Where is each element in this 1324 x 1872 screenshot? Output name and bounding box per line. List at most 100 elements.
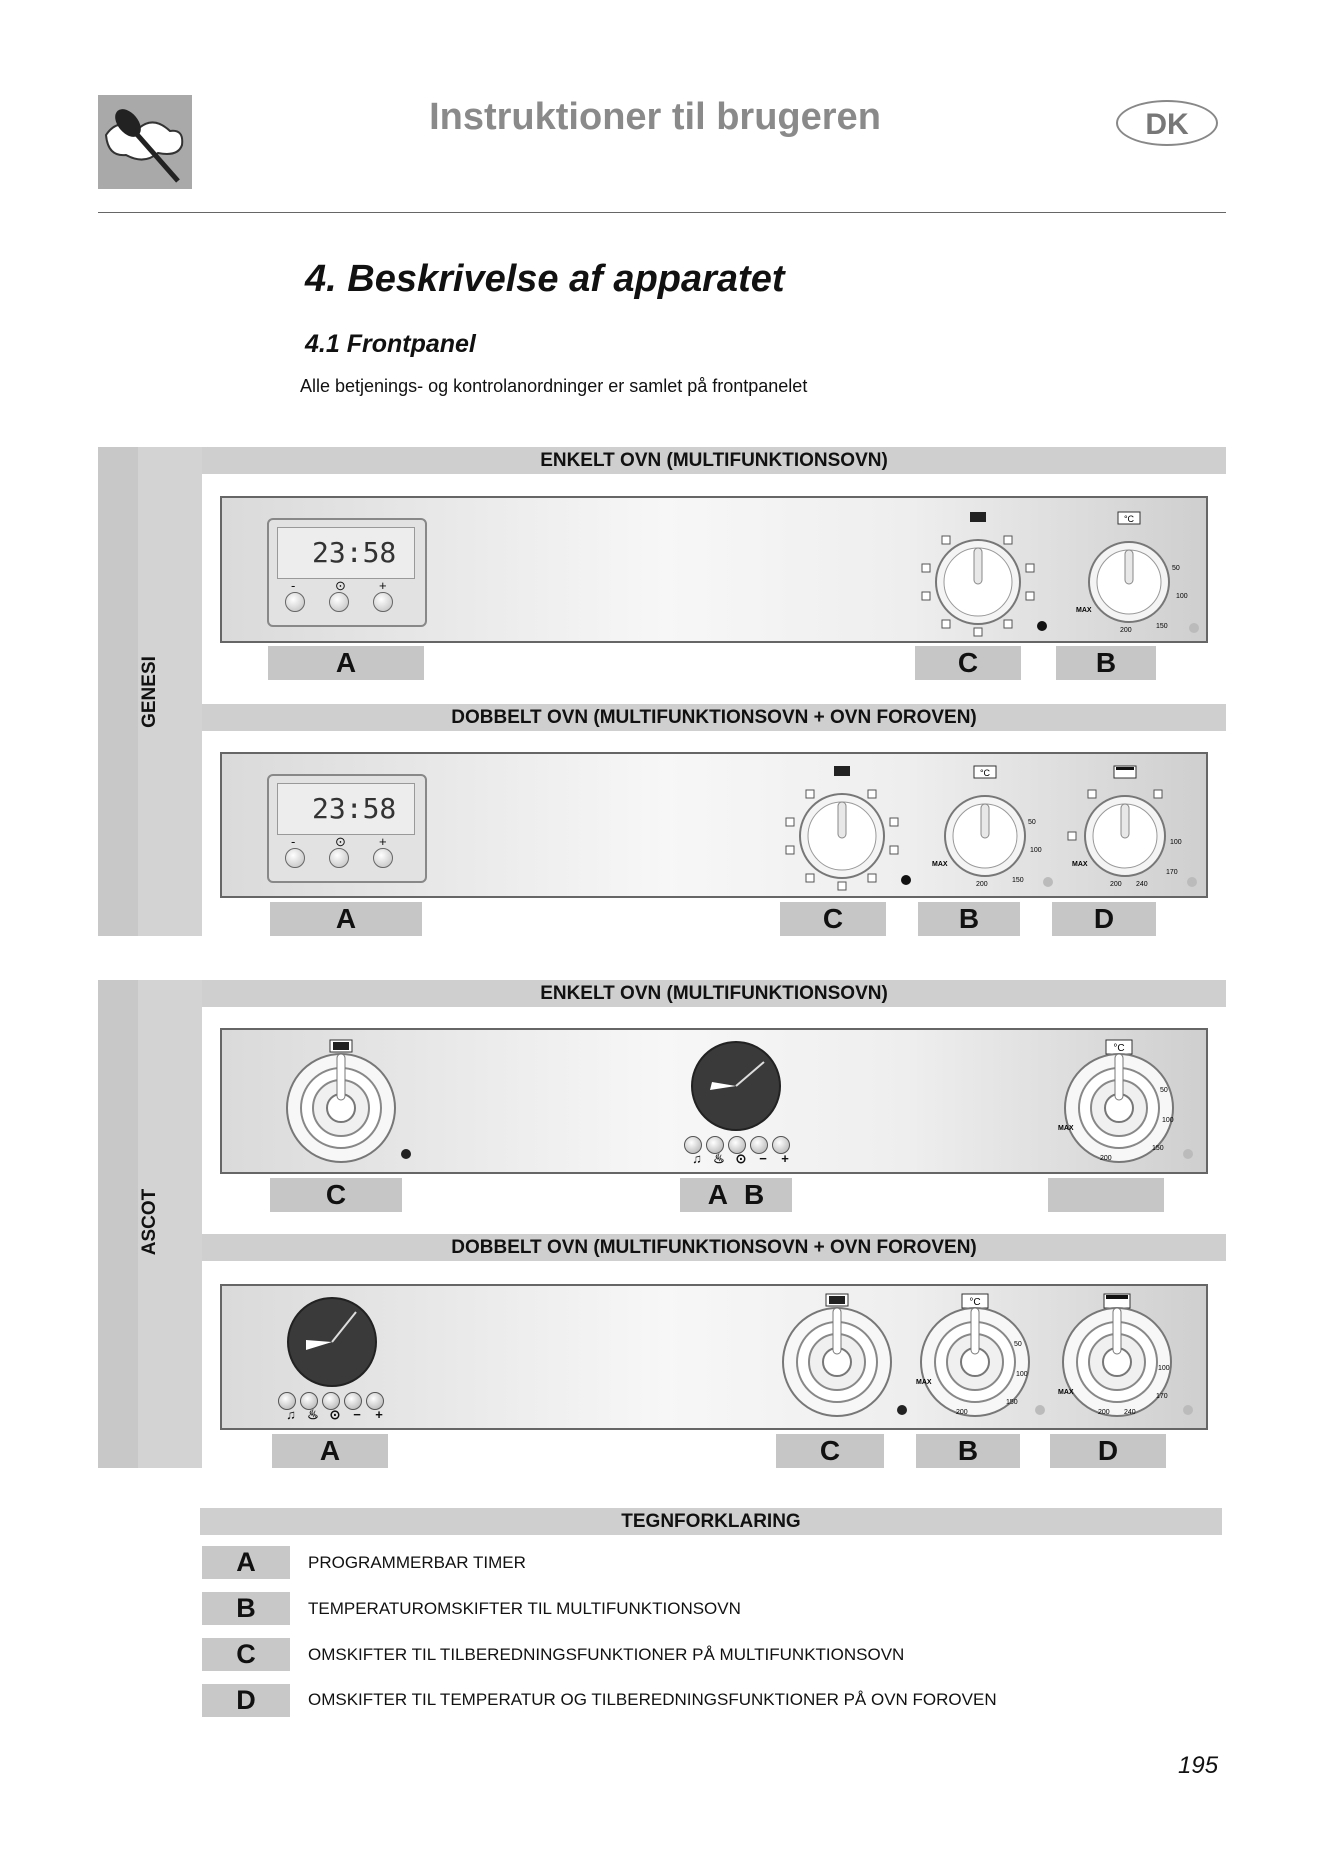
svg-text:100: 100 [1158,1365,1170,1372]
genesi-timer-unit: 23:58 - ⊙ + [267,518,427,627]
svg-text:50: 50 [1028,819,1036,826]
svg-text:170: 170 [1166,869,1178,876]
timer-button[interactable] [278,1392,296,1410]
temperature-knob-b[interactable]: °C 50 100 150 200 MAX [1048,1036,1198,1172]
svg-text:100: 100 [1162,1117,1174,1124]
legend-title: TEGNFORKLARING [200,1508,1222,1535]
genesi-double-title: DOBBELT OVN (MULTIFUNKTIONSOVN + OVN FOR… [202,704,1226,731]
legend-key-c: C [202,1638,290,1671]
genesi-single-tag-a: A [268,646,424,680]
svg-text:200: 200 [1120,627,1132,634]
timer-plus-button[interactable] [373,848,393,868]
timer-button[interactable] [706,1136,724,1154]
svg-text:150: 150 [1152,1145,1164,1152]
timer-clock-button[interactable] [329,592,349,612]
svg-text:100: 100 [1030,847,1042,854]
ascot-double-tag-d: D [1050,1434,1166,1468]
genesi-double-tag-d: D [1052,902,1156,936]
svg-text:100: 100 [1176,593,1188,600]
svg-text:MAX: MAX [1072,861,1088,868]
svg-text:50: 50 [1014,1341,1022,1348]
analog-clock-timer [691,1041,781,1131]
ascot-single-title: ENKELT OVN (MULTIFUNKTIONSOVN) [202,980,1226,1007]
svg-text:°C: °C [1124,514,1135,524]
chef-logo [98,95,192,189]
svg-text:°C: °C [969,1297,980,1308]
ascot-double-tag-b: B [916,1434,1020,1468]
timer-button[interactable] [750,1136,768,1154]
genesi-label: GENESI [139,656,160,728]
function-knob-c[interactable] [914,508,1047,638]
svg-text:150: 150 [1012,877,1024,884]
timer-plus-button[interactable] [373,592,393,612]
genesi-double-tag-b: B [918,902,1020,936]
temperature-knob-b[interactable]: °C 50 100 150 200 MAX [1060,508,1200,638]
timer-button[interactable] [300,1392,318,1410]
svg-text:100: 100 [1170,839,1182,846]
timer-button[interactable] [344,1392,362,1410]
ascot-double-tag-a: A [272,1434,388,1468]
svg-text:50: 50 [1172,565,1180,572]
genesi-single-tag-c: C [915,646,1021,680]
timer-symbols: ♫♨⊙−+ [286,1407,383,1422]
page-number: 195 [1178,1752,1219,1779]
document-title: Instruktioner til brugeren [429,96,881,138]
svg-text:150: 150 [1006,1399,1018,1406]
genesi-double-timer-unit: 23:58 - ⊙ + [267,774,427,883]
svg-text:MAX: MAX [1058,1125,1074,1132]
function-knob-c[interactable] [272,1036,412,1172]
genesi-double-tag-a: A [270,902,422,936]
temperature-knob-b[interactable]: °C 50 100 150 200 MAX [922,762,1053,892]
ascot-timer-buttons [278,1392,388,1415]
timer-button[interactable] [322,1392,340,1410]
legend-key-d: D [202,1684,290,1717]
svg-text:240: 240 [1124,1409,1136,1416]
ascot-single-tag-empty [1048,1178,1164,1212]
timer-display: 23:58 [277,783,415,835]
genesi-double-panel: 23:58 - ⊙ + °C 50 100 150 200 MAX 100 [220,752,1208,898]
header-divider [98,212,1226,213]
ascot-label: ASCOT [139,1188,160,1256]
ascot-double-tag-c: C [776,1434,884,1468]
timer-minus-button[interactable] [285,592,305,612]
legend-text-a: PROGRAMMERBAR TIMER [308,1553,526,1572]
svg-text:200: 200 [1098,1409,1110,1416]
ascot-single-panel: ♫♨⊙−+ °C 50 100 150 200 MAX [220,1028,1208,1174]
function-knob-c[interactable] [770,1290,910,1426]
top-oven-knob-d[interactable]: 100 170 200 240 MAX [1048,1290,1198,1426]
timer-minus-button[interactable] [285,848,305,868]
top-oven-knob-d[interactable]: 100 170 200 240 MAX [1058,762,1198,892]
svg-text:50: 50 [1160,1087,1168,1094]
genesi-side-band-inner [138,447,202,936]
intro-text: Alle betjenings- og kontrolanordninger e… [300,376,808,396]
timer-button[interactable] [728,1136,746,1154]
ascot-double-title: DOBBELT OVN (MULTIFUNKTIONSOVN + OVN FOR… [202,1234,1226,1261]
svg-text:MAX: MAX [932,861,948,868]
ascot-timer-buttons [684,1136,794,1159]
function-knob-c[interactable] [778,762,911,892]
svg-text:240: 240 [1136,881,1148,888]
svg-text:170: 170 [1156,1393,1168,1400]
spoon-hat-icon [104,109,184,183]
svg-text:200: 200 [1110,881,1122,888]
svg-text:MAX: MAX [1076,607,1092,614]
svg-text:MAX: MAX [1058,1389,1074,1396]
svg-text:°C: °C [980,768,991,778]
timer-button[interactable] [366,1392,384,1410]
genesi-single-title: ENKELT OVN (MULTIFUNKTIONSOVN) [202,447,1226,474]
genesi-single-panel: 23:58 - ⊙ + °C 50 100 150 200 MAX [220,496,1208,643]
svg-text:200: 200 [956,1409,968,1416]
svg-text:200: 200 [976,881,988,888]
legend-key-b: B [202,1592,290,1625]
timer-clock-button[interactable] [329,848,349,868]
svg-text:°C: °C [1113,1043,1124,1054]
analog-clock-timer [287,1297,377,1387]
ascot-double-panel: ♫♨⊙−+ °C 50 100 150 200 MAX 100 170 200 … [220,1284,1208,1430]
timer-button[interactable] [684,1136,702,1154]
subsection-heading: 4.1 Frontpanel [305,330,476,358]
timer-display: 23:58 [277,527,415,579]
temperature-knob-b[interactable]: °C 50 100 150 200 MAX [908,1290,1048,1426]
section-heading: 4. Beskrivelse af apparatet [305,258,785,300]
timer-button[interactable] [772,1136,790,1154]
